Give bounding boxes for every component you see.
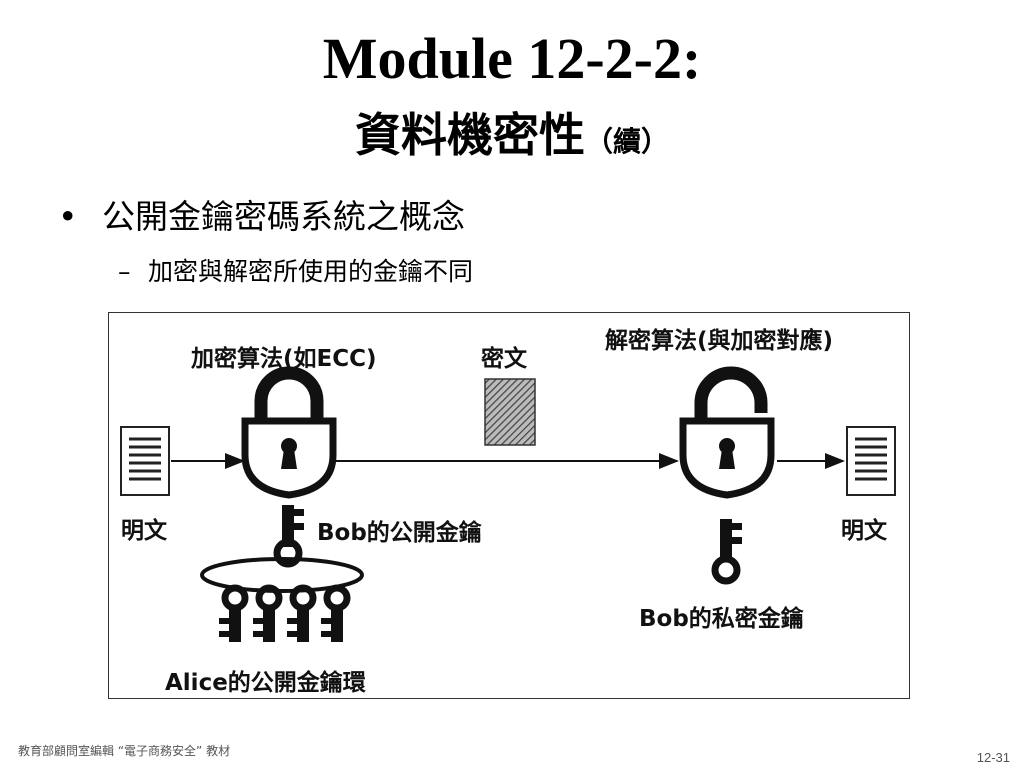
bullet-item: • 公開金鑰密碼系統之概念 bbox=[58, 194, 465, 240]
closed-padlock-icon bbox=[241, 366, 337, 499]
label-decrypt-algorithm: 解密算法(與加密對應) bbox=[605, 328, 834, 354]
label-encrypt-algorithm: 加密算法(如ECC) bbox=[191, 346, 377, 372]
title-topic-text: 資料機密性 bbox=[354, 108, 585, 162]
label-bob-public-key: Bob的公開金鑰 bbox=[317, 520, 482, 546]
sub-bullet-item: –加密與解密所使用的金鑰不同 bbox=[118, 254, 473, 290]
plaintext-document-icon bbox=[846, 426, 896, 496]
label-plaintext-right: 明文 bbox=[841, 518, 887, 544]
footer-credit: 教育部顧問室編輯 “電子商務安全” 教材 bbox=[18, 744, 231, 758]
open-padlock-icon bbox=[679, 366, 775, 499]
title-module: Module 12-2-2: bbox=[322, 26, 702, 91]
diagram-graphics bbox=[120, 366, 896, 642]
bob-public-key-icon bbox=[273, 505, 304, 568]
sub-bullet-text: 加密與解密所使用的金鑰不同 bbox=[148, 257, 474, 286]
label-bob-private-key: Bob的私密金鑰 bbox=[639, 606, 804, 632]
plaintext-document-icon bbox=[120, 426, 170, 496]
keyring-icon bbox=[200, 557, 364, 593]
bullet-text: 公開金鑰密碼系統之概念 bbox=[102, 197, 465, 236]
page-number: 12-31 bbox=[976, 750, 1010, 765]
bob-private-key-icon bbox=[711, 519, 742, 585]
bullet-dot: • bbox=[58, 197, 78, 236]
sub-bullet-dash: – bbox=[118, 257, 131, 286]
label-plaintext-left: 明文 bbox=[121, 518, 167, 544]
alice-keyring-keys-icon bbox=[219, 584, 351, 642]
title-continued: （續） bbox=[584, 125, 669, 158]
label-alice-keyring: Alice的公開金鑰環 bbox=[165, 670, 366, 696]
title-topic: 資料機密性（續） bbox=[0, 104, 1024, 173]
public-key-diagram: 加密算法(如ECC) 密文 解密算法(與加密對應) 明文 明文 Bob的公開金鑰… bbox=[108, 312, 910, 699]
label-ciphertext: 密文 bbox=[481, 346, 527, 372]
ciphertext-block-icon bbox=[484, 378, 536, 446]
